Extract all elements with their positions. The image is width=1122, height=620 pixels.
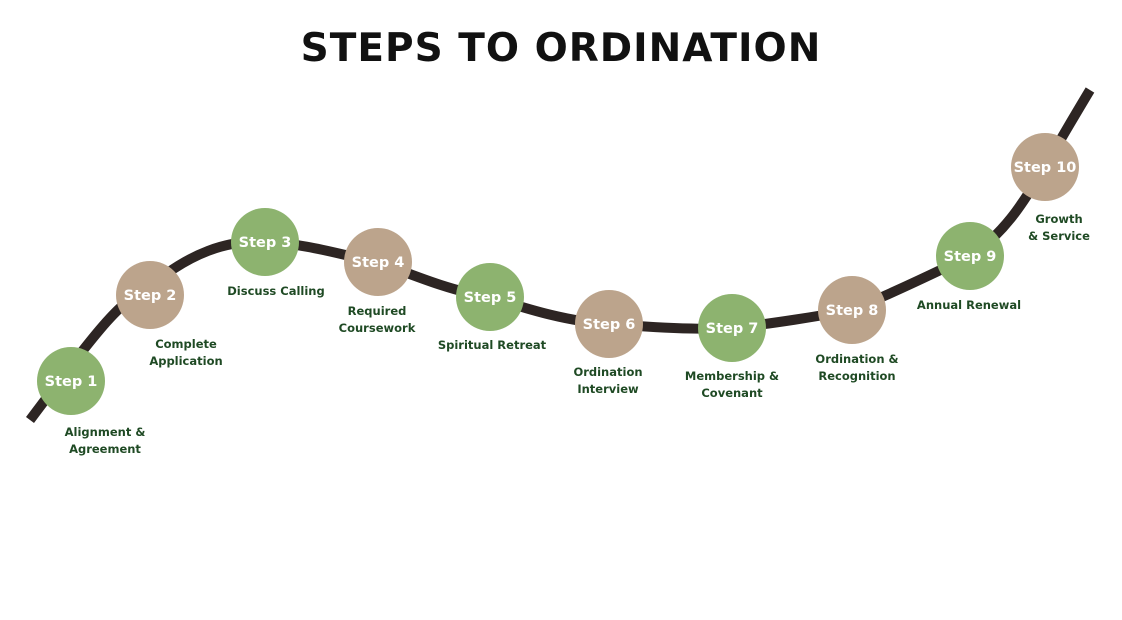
step-4-caption-line: Required (348, 304, 407, 318)
step-8-label: Step 8 (826, 303, 879, 319)
step-4-caption-line: Coursework (339, 321, 416, 335)
step-6-caption-line: Ordination (573, 365, 642, 379)
step-5-circle (456, 263, 524, 331)
step-5-caption-line: Spiritual Retreat (438, 338, 547, 352)
step-10-caption-line: & Service (1028, 229, 1090, 243)
step-6-label: Step 6 (583, 317, 636, 333)
step-3-caption-line: Discuss Calling (227, 284, 324, 298)
step-1-caption-line: Alignment & (65, 425, 146, 439)
step-10-caption-line: Growth (1035, 212, 1082, 226)
step-10-label: Step 10 (1014, 160, 1077, 176)
step-10-circle (1011, 133, 1079, 201)
step-6-caption-line: Interview (577, 382, 639, 396)
step-4-circle (344, 228, 412, 296)
step-6-circle (575, 290, 643, 358)
step-4-label: Step 4 (352, 255, 405, 271)
step-2-caption-line: Complete (155, 337, 217, 351)
step-8-caption-line: Ordination & (815, 352, 898, 366)
step-7-caption-line: Covenant (701, 386, 763, 400)
journey-path (26, 87, 1095, 424)
step-5-label: Step 5 (464, 290, 517, 306)
step-5: Step 5 Spiritual Retreat (438, 263, 547, 352)
step-9-label: Step 9 (944, 249, 997, 265)
step-7-label: Step 7 (706, 321, 759, 337)
step-3: Step 3 Discuss Calling (227, 208, 325, 298)
step-3-circle (231, 208, 299, 276)
step-10: Step 10 Growth & Service (1011, 133, 1090, 243)
page-title: STEPS TO ORDINATION (300, 26, 822, 71)
step-9-circle (936, 222, 1004, 290)
step-7: Step 7 Membership & Covenant (685, 294, 779, 400)
step-7-circle (698, 294, 766, 362)
step-8: Step 8 Ordination & Recognition (815, 276, 899, 383)
step-8-circle (818, 276, 886, 344)
step-9: Step 9 Annual Renewal (917, 222, 1021, 312)
step-2-caption-line: Application (149, 354, 222, 368)
step-3-label: Step 3 (239, 235, 292, 251)
step-9-caption-line: Annual Renewal (917, 298, 1021, 312)
step-1-label: Step 1 (45, 374, 98, 390)
step-2-label: Step 2 (124, 288, 177, 304)
steps-layer: Step 1 Alignment & Agreement Step 2 Complete… (37, 133, 1090, 456)
step-2-circle (116, 261, 184, 329)
step-7-caption-line: Membership & (685, 369, 779, 383)
step-8-caption-line: Recognition (818, 369, 895, 383)
step-1-caption-line: Agreement (69, 442, 141, 456)
step-1: Step 1 Alignment & Agreement (37, 347, 145, 456)
step-1-circle (37, 347, 105, 415)
